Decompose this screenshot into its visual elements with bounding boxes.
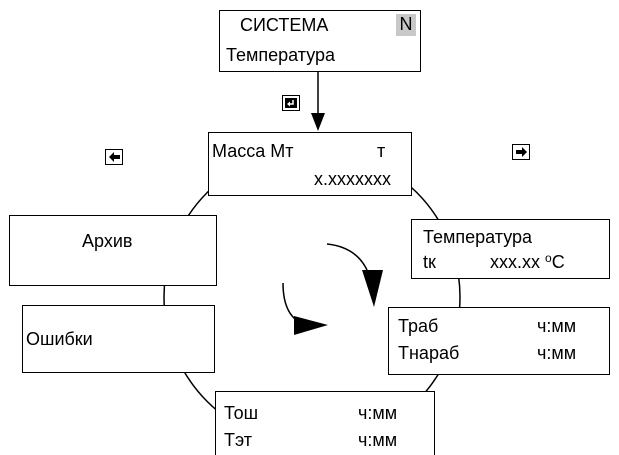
mass-value: x.xxxxxxx	[314, 169, 392, 189]
run-time-value: ч:мм	[537, 316, 577, 336]
temperature-param-label: tк	[423, 252, 436, 272]
mass-unit: т	[377, 141, 386, 161]
error-time-value: ч:мм	[358, 403, 398, 423]
errors-menu-box: Ошибки	[22, 305, 215, 373]
rotation-arrowhead-left	[294, 316, 328, 335]
error-time-label: Тош	[224, 403, 259, 423]
error-time-box: Тош ч:мм Тэт ч:мм	[215, 391, 435, 455]
mode-badge: N	[396, 14, 416, 36]
left-arrow-key-icon[interactable]	[105, 149, 123, 165]
system-subtitle: Температура	[226, 45, 336, 65]
temperature-title: Температура	[423, 227, 533, 247]
total-time-value: ч:мм	[537, 343, 577, 363]
temperature-menu-box: Температура tк xxx.xx oC	[411, 219, 610, 279]
enter-arrowhead	[311, 113, 325, 131]
archive-label: Архив	[82, 231, 133, 251]
run-time-label: Траб	[398, 316, 439, 336]
system-menu-box: СИСТЕМА N Температура	[219, 10, 421, 72]
mass-label: Масса Мт	[212, 141, 294, 161]
temperature-value: xxx.xx oC	[490, 251, 565, 272]
mass-menu-box: Масса Мт т x.xxxxxxx	[208, 132, 412, 196]
working-hours-box: Траб ч:мм Тнараб ч:мм	[388, 307, 610, 375]
total-time-label: Тнараб	[398, 343, 460, 363]
rotation-arrowhead-right	[362, 270, 383, 307]
system-title: СИСТЕМА	[240, 15, 329, 35]
standard-time-label: Тэт	[224, 430, 253, 450]
archive-menu-box: Архив	[9, 215, 217, 286]
enter-key-icon[interactable]	[282, 95, 300, 111]
right-arrow-key-icon[interactable]	[512, 144, 530, 160]
errors-label: Ошибки	[26, 329, 93, 349]
standard-time-value: ч:мм	[358, 430, 398, 450]
